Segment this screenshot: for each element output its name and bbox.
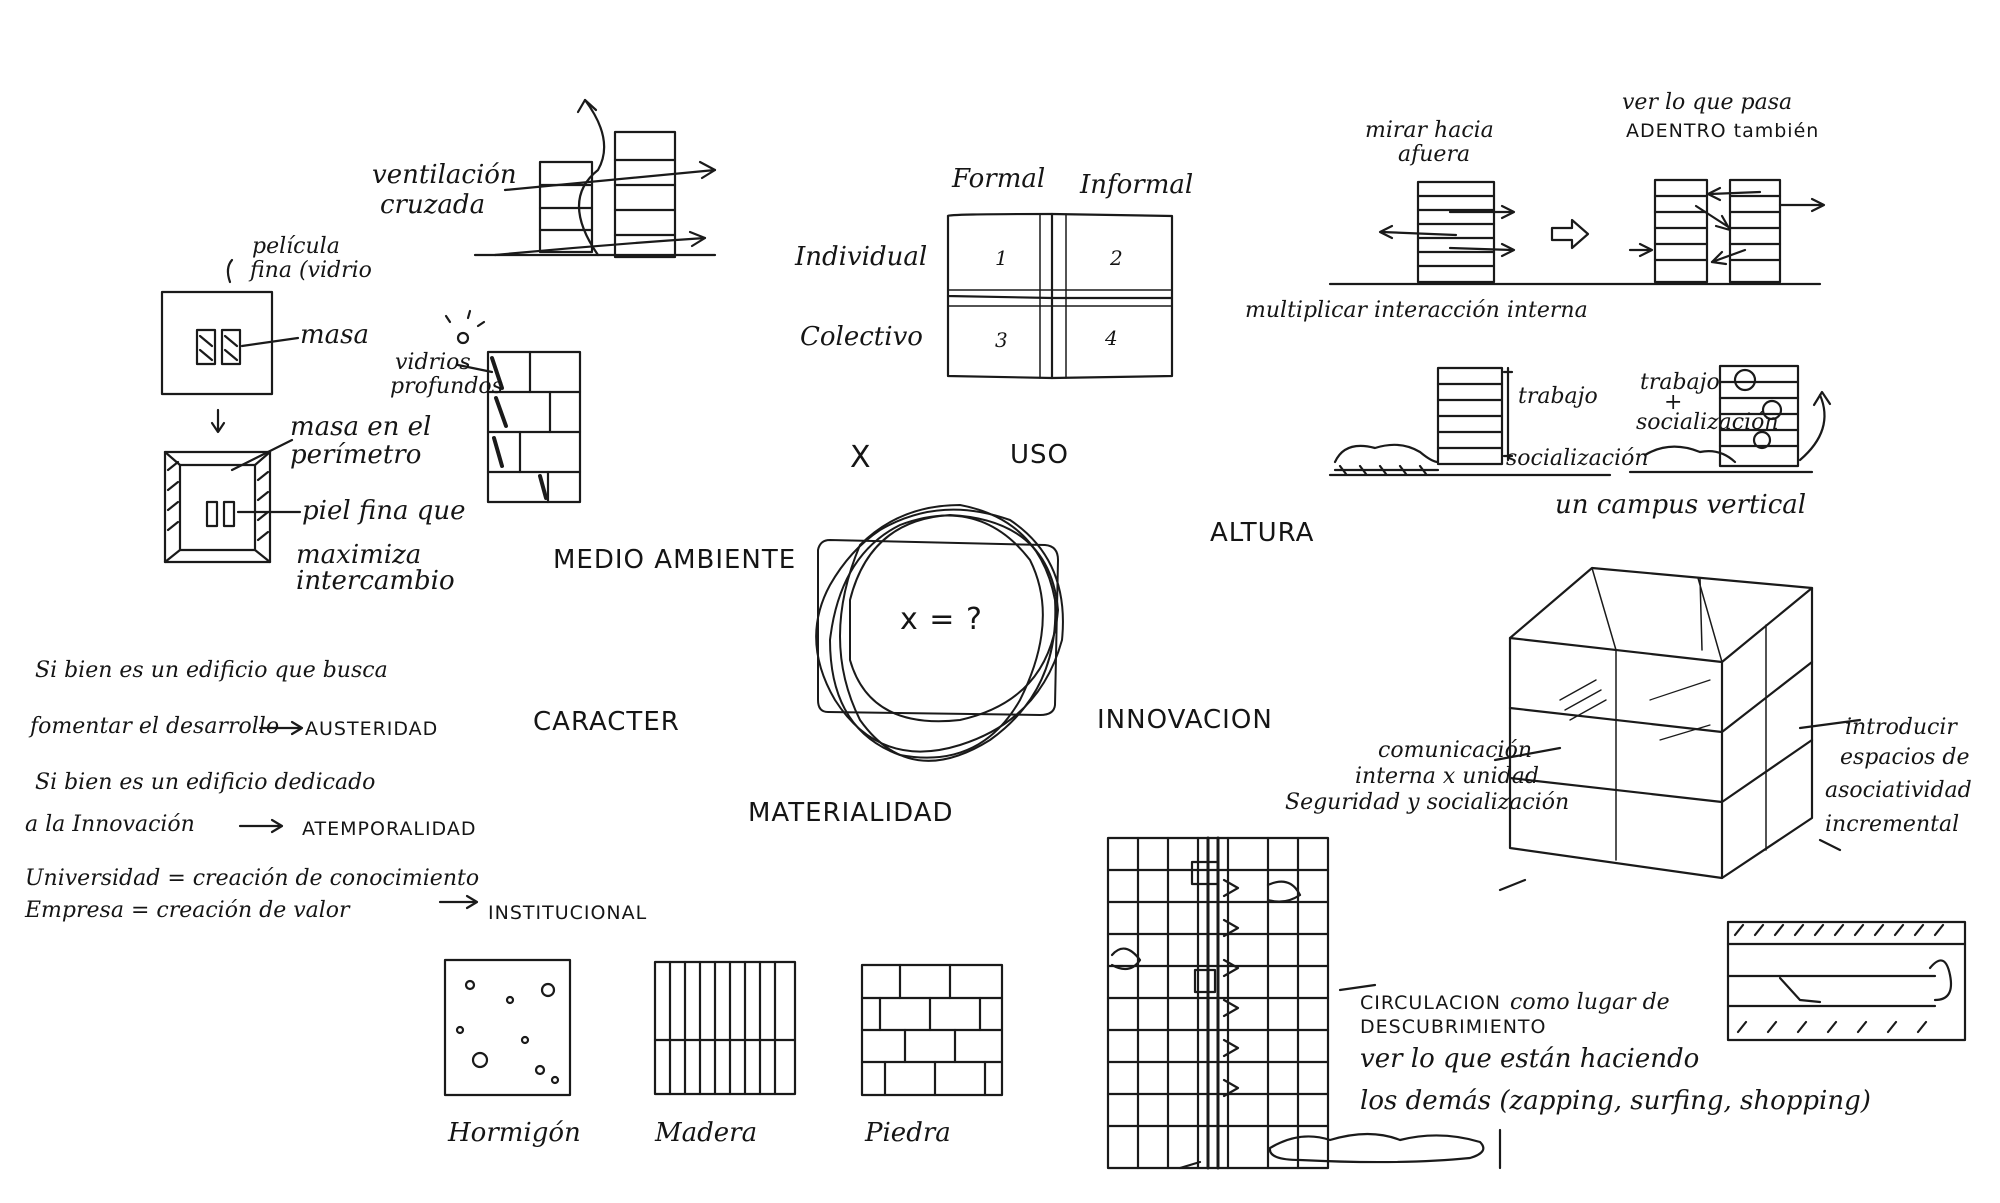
multiplicar-label: multiplicar interacción interna <box>1245 298 1588 323</box>
cube-right-label-2: espacios de <box>1840 745 1970 770</box>
vidrios-label-1: vidrios <box>395 350 471 375</box>
material-piedra: Piedra <box>865 1118 951 1148</box>
topic-uso: USO <box>1010 440 1069 470</box>
matrix-col-formal: Formal <box>952 164 1046 194</box>
vidrios-label-2: profundos <box>390 374 503 399</box>
campus-vertical-sketch <box>1328 364 1832 477</box>
matrix-row-colectivo: Colectivo <box>800 322 923 352</box>
ventilation-label-2: cruzada <box>380 190 486 220</box>
cube-right-label-4: incremental <box>1825 812 1960 837</box>
matrix-cell-3: 3 <box>995 328 1008 352</box>
circulation-label-1b: como lugar de <box>1510 990 1670 1015</box>
campus-socializacion-label: socialización <box>1506 446 1649 471</box>
matrix-cell-4: 4 <box>1105 326 1118 350</box>
circulation-label-1: CIRCULACION <box>1360 992 1502 1014</box>
material-swatches <box>443 958 1004 1097</box>
note-3-line-1: Universidad = creación de conocimiento <box>25 866 480 891</box>
cube-right-label-1: introducir <box>1845 715 1957 740</box>
masa-perimetro-label-1: masa en el <box>290 412 432 442</box>
piel-fina-label-2: maximiza <box>296 540 422 570</box>
glass-mass-plans <box>160 258 302 564</box>
ver-label-2: ADENTRO también <box>1626 120 1820 142</box>
topic-altura: ALTURA <box>1210 518 1315 548</box>
outward-inward-sketch <box>1328 178 1826 286</box>
center-x-mark: X <box>850 440 872 475</box>
mirar-label-2: afuera <box>1398 142 1471 167</box>
center-overlap-shapes <box>815 504 1064 762</box>
circulation-label-3: ver lo que están haciendo <box>1360 1044 1700 1074</box>
cube-left-label-3: Seguridad y socialización <box>1285 790 1570 815</box>
deep-glass-facade <box>444 309 582 504</box>
masa-label: masa <box>300 320 369 350</box>
mirar-label-1: mirar hacia <box>1365 118 1494 143</box>
matrix-row-individual: Individual <box>795 242 928 272</box>
note-1-line-2: fomentar el desarrollo <box>30 714 280 739</box>
circulation-label-4: los demás (zapping, surfing, shopping) <box>1360 1086 1871 1116</box>
topic-medio-ambiente: MEDIO AMBIENTE <box>553 545 797 575</box>
topic-materialidad: MATERIALIDAD <box>748 798 954 828</box>
note-3-result: INSTITUCIONAL <box>488 902 648 924</box>
note-2-line-2: a la Innovación <box>25 812 195 837</box>
campus-trabajo-label: trabajo <box>1518 384 1598 409</box>
campus-caption: un campus vertical <box>1555 490 1807 520</box>
note-1-line-1: Si bien es un edificio que busca <box>35 658 388 683</box>
matrix-cell-2: 2 <box>1110 246 1123 270</box>
piel-fina-label-1: piel fina que <box>302 496 466 526</box>
masa-perimetro-label-2: perímetro <box>290 440 422 470</box>
note-1-result: AUSTERIDAD <box>305 718 439 740</box>
section-sketch <box>1726 920 1967 1042</box>
ventilation-label-1: ventilación <box>372 160 517 190</box>
ver-label-1: ver lo que pasa <box>1622 90 1793 115</box>
note-2-result: ATEMPORALIDAD <box>302 818 477 840</box>
topic-innovacion: INNOVACION <box>1097 705 1273 735</box>
cube-left-label-1: comunicación <box>1378 738 1533 763</box>
matrix-cell-1: 1 <box>995 246 1008 270</box>
material-hormigon: Hormigón <box>448 1118 581 1148</box>
center-equation: x = ? <box>900 602 983 637</box>
piel-fina-label-3: intercambio <box>296 566 455 596</box>
isometric-cube <box>1498 566 1842 892</box>
note-3-line-2: Empresa = creación de valor <box>25 898 350 923</box>
circulation-label-2: DESCUBRIMIENTO <box>1360 1016 1547 1038</box>
pelicula-label-2: fina (vidrio <box>250 258 372 283</box>
matrix-col-informal: Informal <box>1080 170 1194 200</box>
cube-right-label-3: asociatividad <box>1825 778 1972 803</box>
campus-trabajo-plus-1: trabajo <box>1640 370 1720 395</box>
use-matrix <box>946 212 1174 380</box>
pelicula-label-1: película <box>252 234 340 259</box>
ventilation-sketch <box>473 98 717 259</box>
circulation-facade <box>1106 836 1502 1170</box>
note-arrows <box>238 718 1862 910</box>
material-madera: Madera <box>655 1118 758 1148</box>
topic-caracter: CARACTER <box>533 707 680 737</box>
campus-trabajo-plus-2: + <box>1664 390 1683 415</box>
cube-left-label-2: interna x unidad <box>1355 764 1539 789</box>
campus-trabajo-plus-3: socialización <box>1636 410 1779 435</box>
note-2-line-1: Si bien es un edificio dedicado <box>35 770 376 795</box>
